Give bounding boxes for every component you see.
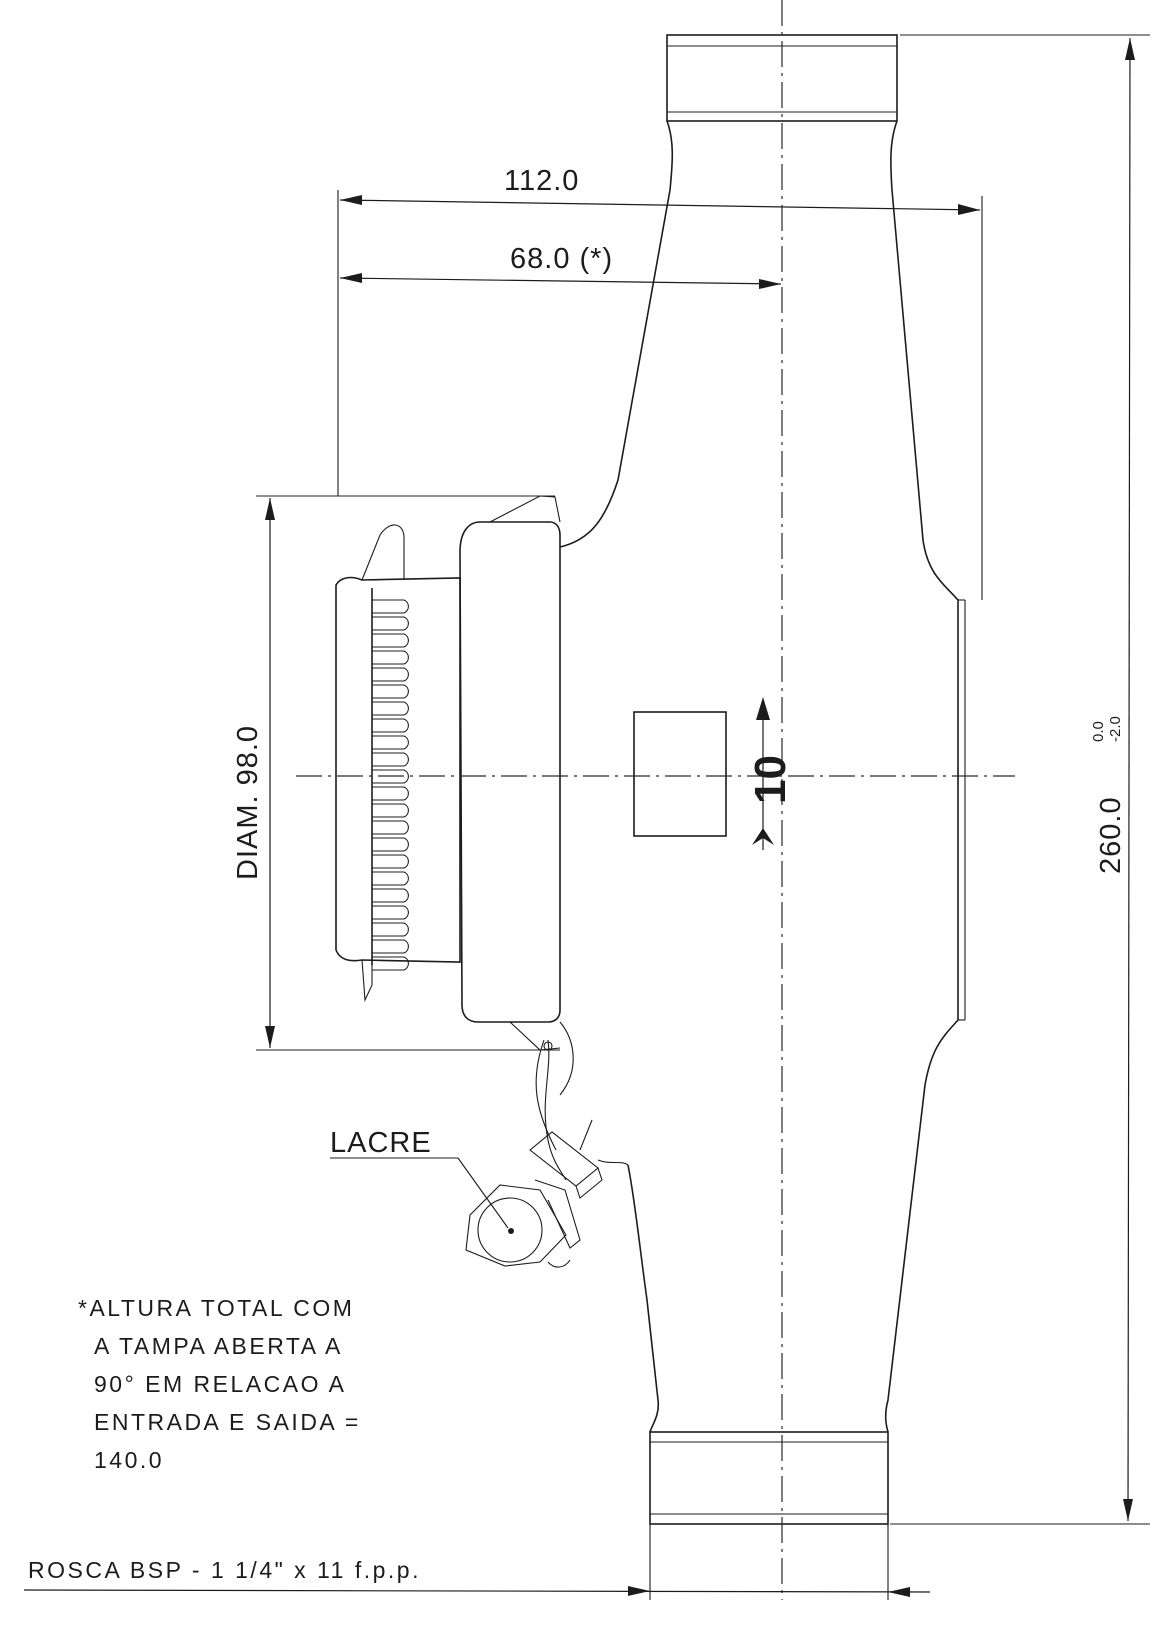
thread-spec-label: ROSCA BSP - 1 1/4" x 11 f.p.p.	[28, 1557, 421, 1583]
grip-rib	[372, 752, 409, 767]
grip-rib	[372, 956, 409, 971]
grip-rib	[372, 616, 409, 631]
bottom-thread-end	[649, 1431, 889, 1525]
grip-rib	[372, 786, 409, 801]
body-left-outline-lower	[627, 1164, 660, 1433]
grip-rib	[372, 888, 409, 903]
register-body	[459, 521, 561, 1023]
seal-disc	[477, 1197, 543, 1263]
grip-rib	[372, 650, 409, 665]
grip-rib	[372, 667, 409, 682]
seal-assembly	[465, 1039, 603, 1268]
dim-tolerance-upper: 0.0	[1090, 721, 1107, 742]
note-line: 90° EM RELACAO A	[94, 1371, 346, 1397]
grip-rib	[372, 871, 409, 886]
dimension-lines	[23, 34, 1150, 1600]
note-block: *ALTURA TOTAL COM A TAMPA ABERTA A 90° E…	[78, 1295, 361, 1473]
note-line: *ALTURA TOTAL COM	[78, 1295, 354, 1321]
grip-rib	[372, 701, 409, 716]
dim-label-98: DIAM. 98.0	[232, 725, 264, 880]
grip-rib	[372, 922, 409, 937]
grip-rib	[372, 939, 409, 954]
dim-line-112	[339, 199, 981, 211]
grip-rib	[372, 599, 409, 614]
grip-rib	[372, 837, 409, 852]
nameplate-block	[633, 711, 727, 837]
grip-rib	[372, 633, 409, 648]
dim-label-112: 112.0	[504, 165, 579, 197]
register-grip-ribs	[371, 588, 409, 971]
note-line: A TAMPA ABERTA A	[94, 1333, 343, 1359]
grip-rib	[372, 718, 409, 733]
flow-marker-label: 10	[746, 755, 795, 804]
register-housing	[335, 495, 561, 1051]
register-lid	[335, 576, 461, 963]
note-line: 140.0	[94, 1447, 164, 1473]
dim-label-68: 68.0 (*)	[510, 243, 613, 275]
meter-body	[559, 34, 966, 1525]
dim-label-260: 260.0	[1095, 796, 1127, 874]
dim-tolerance-lower: -2.0	[1107, 716, 1124, 742]
dim-line-68	[339, 277, 782, 285]
grip-rib	[372, 684, 409, 699]
thread-leader-line	[23, 1589, 931, 1593]
grip-rib	[372, 735, 409, 750]
grip-rib	[372, 820, 409, 835]
grip-rib	[372, 905, 409, 920]
grip-rib	[372, 803, 409, 818]
body-left-outline-upper	[559, 120, 674, 548]
grip-rib	[372, 854, 409, 869]
seal-label: LACRE	[330, 1127, 432, 1159]
grip-rib	[372, 769, 409, 784]
dim-line-260	[1127, 37, 1131, 1522]
note-line: ENTRADA E SAIDA =	[94, 1409, 361, 1435]
